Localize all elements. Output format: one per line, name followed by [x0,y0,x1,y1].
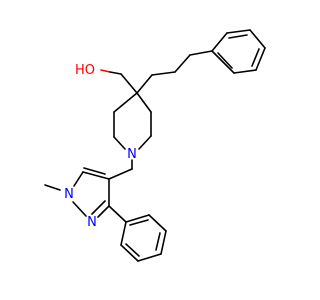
piperidine-nitrogen-label: N [127,147,137,162]
bond [120,244,139,262]
double-bond-inner [125,243,140,257]
bond-c1prime-c2prime [151,71,176,76]
bond-c3-phenyl [108,205,127,223]
bond-o-ch2 [109,71,122,75]
bond-o-ch2-red [100,69,111,73]
bond-c3prime-phenyl [189,50,213,56]
phenyl-ring-top [211,29,266,74]
bond-n-methyl [44,184,61,191]
bond-from-n [113,136,126,150]
bond-c2prime-c3prime [174,54,191,73]
molecule-canvas: HO N N N [44,29,266,262]
bond [125,214,150,223]
double-bond-inner [217,52,233,69]
double-bond-n2-c3 [91,200,106,215]
bond [249,29,266,49]
pyrazole-n1-label: N [64,187,74,202]
bond [160,230,167,255]
structure-drawing: HO N N N [44,29,266,262]
bond [136,92,152,113]
double-bond-inner [155,232,161,251]
hydroxyl-label: HO [75,63,95,78]
bond [211,50,235,74]
propyl-chain [136,50,213,94]
pyrazole-ring [44,167,110,218]
bond [211,32,228,52]
bond-to-n [138,135,152,150]
bond-ch2-pyrazole [108,168,133,180]
bond-n2-c3 [97,205,110,218]
bond-c4-c1prime [136,74,153,94]
methylene-linker [108,159,133,180]
piperidine-ring [113,92,152,150]
bond [113,92,138,113]
hydroxymethyl-group [100,69,138,94]
bond [148,214,167,232]
bond-n1-n2 [72,201,87,217]
double-bond-inner [228,34,248,39]
bond [226,29,251,34]
double-bond-inner [251,48,260,67]
double-bond-inner [129,219,149,226]
double-bond-c4-c5 [83,167,106,175]
bond [233,69,257,74]
bond [137,253,162,262]
pyrazole-n2-label: N [87,215,97,230]
bond-c4-c5 [82,171,110,180]
bond-ch2-c4 [120,73,138,94]
bond [120,221,127,246]
phenyl-ring-bottom [108,205,167,262]
bond-c5-n1 [73,171,84,187]
bond [255,47,266,71]
